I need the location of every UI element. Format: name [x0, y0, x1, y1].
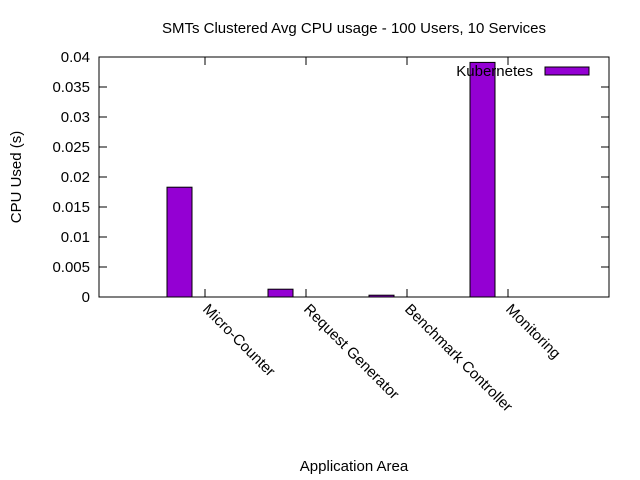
- y-tick-label: 0.03: [61, 109, 90, 126]
- chart-title: SMTs Clustered Avg CPU usage - 100 Users…: [162, 20, 546, 37]
- x-tick-label: Monitoring: [502, 301, 564, 363]
- y-tick-label: 0.01: [61, 229, 90, 246]
- bar: [368, 294, 395, 298]
- y-axis-label: CPU Used (s): [8, 131, 25, 224]
- x-tick-label: Request Generator: [300, 301, 402, 403]
- plot-area: 0 0.005 0.01 0.015 0.02 0.025 0.03 0.035 0.04Mic…: [52, 49, 610, 416]
- legend-label: Kubernetes: [456, 63, 533, 80]
- x-tick-label: Benchmark Controller: [401, 301, 516, 416]
- y-tick-label: 0.005: [52, 259, 90, 276]
- bar: [166, 186, 193, 298]
- legend-swatch: [544, 66, 590, 76]
- y-tick-label: 0.04: [61, 49, 90, 66]
- y-tick-label: 0.025: [52, 139, 90, 156]
- x-axis-label: Application Area: [300, 458, 409, 475]
- bar: [267, 288, 294, 298]
- y-tick-label: 0.035: [52, 79, 90, 96]
- bar: [469, 61, 496, 298]
- x-tick-label: Micro-Counter: [199, 301, 278, 380]
- y-tick-label: 0.015: [52, 199, 90, 216]
- y-tick-label: 0: [82, 289, 90, 306]
- y-tick-label: 0.02: [61, 169, 90, 186]
